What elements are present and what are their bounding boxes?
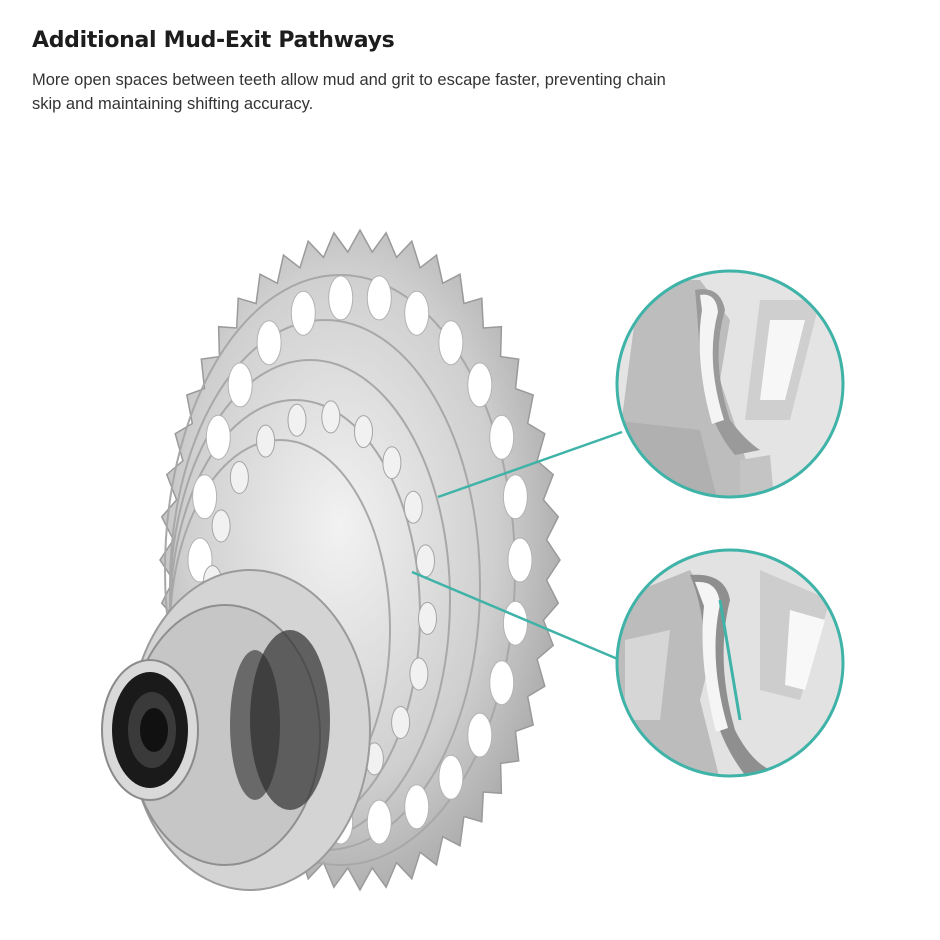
feature-description: More open spaces between teeth allow mud… (32, 71, 666, 113)
detail-circle-lower (615, 548, 845, 778)
detail-circle-upper (615, 269, 845, 499)
cassette-body (101, 228, 561, 892)
lockring (101, 659, 199, 801)
small-sprockets (129, 569, 371, 891)
callout-leaders (411, 430, 623, 662)
feature-title: Additional Mud-Exit Pathways (32, 28, 395, 53)
